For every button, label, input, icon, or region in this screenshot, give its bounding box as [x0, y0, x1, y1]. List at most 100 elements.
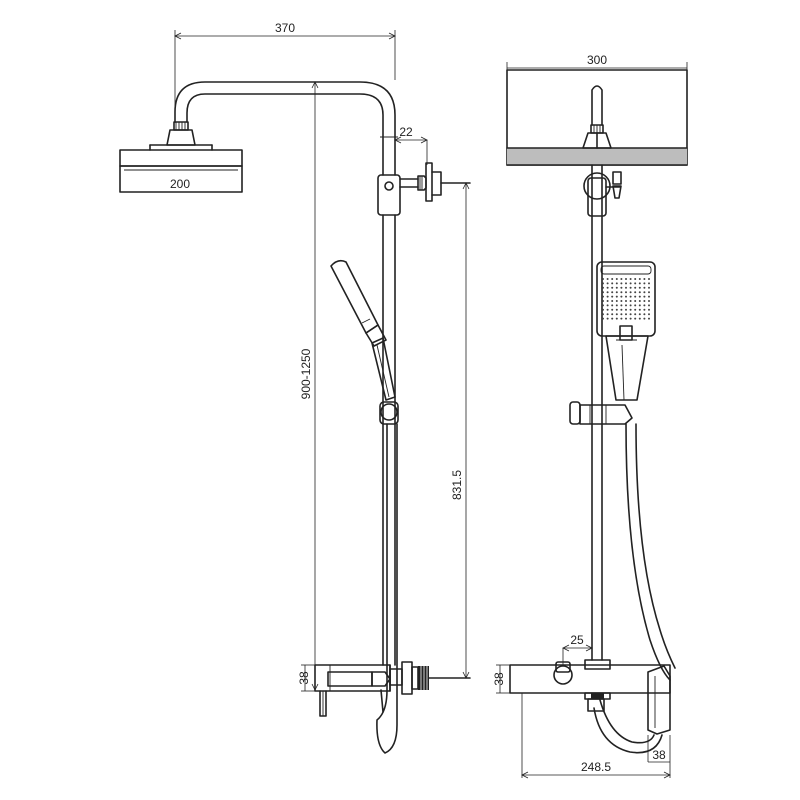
nozzle-dot [638, 278, 641, 280]
front-gooseneck [582, 85, 612, 149]
dim-label-831-5: 831.5 [450, 470, 464, 500]
front-rain-head [506, 69, 688, 166]
nozzle-dot [615, 313, 618, 316]
front-mixer-body [509, 659, 671, 712]
nozzle-dot [638, 282, 641, 285]
nozzle-dot [611, 295, 614, 298]
nozzle-dot [629, 300, 632, 302]
nozzle-dot [648, 286, 650, 289]
dim-label-38-depth: 38 [652, 748, 666, 762]
nozzle-grid [602, 278, 650, 320]
nozzle-dot [648, 295, 650, 298]
front-slide-holder[interactable] [569, 401, 633, 425]
nozzle-dot [638, 317, 641, 320]
dim-label-38-side: 38 [297, 671, 311, 685]
nozzle-dot [643, 317, 646, 320]
nozzle-dot [615, 278, 618, 280]
nozzle-dot [602, 286, 604, 289]
nozzle-dot [634, 304, 637, 307]
nozzle-dot [648, 291, 650, 294]
nozzle-dot [611, 278, 614, 280]
dim-wall-offset: 22 [394, 125, 428, 165]
nozzle-dot [638, 304, 641, 307]
nozzle-dot [643, 278, 646, 280]
nozzle-dot [648, 300, 650, 302]
nozzle-dot [638, 291, 641, 294]
nozzle-dot [643, 313, 646, 316]
front-mixer-lever[interactable] [647, 665, 671, 735]
nozzle-dot [648, 308, 650, 311]
dim-mixer-width: 248.5 [521, 693, 671, 779]
nozzle-dot [629, 278, 632, 280]
nozzle-dot [606, 313, 609, 316]
nozzle-dot [615, 317, 618, 320]
nozzle-dot [648, 282, 650, 285]
nozzle-dot [602, 291, 604, 294]
nozzle-dot [615, 295, 618, 298]
nozzle-dot [643, 308, 646, 311]
dim-label-25: 25 [570, 633, 584, 647]
nozzle-dot [602, 300, 604, 302]
dim-mixer-height-side: 38 [297, 664, 315, 692]
nozzle-dot [615, 282, 618, 285]
nozzle-dot [602, 295, 604, 298]
nozzle-dot [634, 300, 637, 302]
nozzle-dot [620, 291, 623, 294]
nozzle-dot [625, 308, 627, 311]
nozzle-dot [629, 317, 632, 320]
nozzle-dot [629, 291, 632, 294]
nozzle-dot [648, 317, 650, 320]
side-riser-pipe [174, 81, 398, 666]
dim-label-370: 370 [275, 21, 295, 35]
side-hand-shower [330, 259, 396, 401]
front-view: 300 25 38 38 248.5 [492, 53, 688, 779]
nozzle-dot [625, 282, 627, 285]
nozzle-dot [638, 300, 641, 302]
nozzle-dot [620, 278, 623, 280]
dim-label-22: 22 [399, 125, 413, 139]
nozzle-dot [634, 286, 637, 289]
nozzle-dot [620, 317, 623, 320]
nozzle-dot [625, 291, 627, 294]
nozzle-dot [611, 317, 614, 320]
front-hand-shower[interactable] [596, 261, 656, 401]
front-riser-pipe [591, 164, 603, 661]
nozzle-dot [606, 278, 609, 280]
side-wall-bracket [377, 162, 471, 216]
nozzle-dot [611, 300, 614, 302]
side-mixer-lever[interactable] [319, 690, 327, 717]
dim-head-width-side: 200 [120, 177, 242, 193]
nozzle-dot [606, 317, 609, 320]
dim-label-300: 300 [587, 53, 607, 67]
nozzle-dot [643, 304, 646, 307]
nozzle-dot [602, 282, 604, 285]
nozzle-dot [634, 291, 637, 294]
nozzle-dot [602, 304, 604, 307]
dim-rain-pipe-reach: 370 [174, 21, 396, 120]
nozzle-dot [629, 282, 632, 285]
nozzle-dot [620, 286, 623, 289]
nozzle-dot [643, 282, 646, 285]
nozzle-dot [643, 300, 646, 302]
nozzle-dot [615, 304, 618, 307]
nozzle-dot [615, 300, 618, 302]
nozzle-dot [615, 291, 618, 294]
nozzle-dot [606, 304, 609, 307]
dim-label-200: 200 [170, 177, 190, 191]
front-hose [593, 423, 676, 754]
nozzle-dot [638, 313, 641, 316]
nozzle-dot [634, 313, 637, 316]
nozzle-dot [625, 295, 627, 298]
side-hose [376, 423, 398, 754]
nozzle-dot [602, 317, 604, 320]
side-view: 370 200 22 900-1250 831.5 [119, 21, 471, 754]
nozzle-dot [620, 282, 623, 285]
nozzle-dot [602, 308, 604, 311]
nozzle-dot [606, 308, 609, 311]
nozzle-dot [625, 304, 627, 307]
nozzle-dot [611, 282, 614, 285]
nozzle-dot [615, 286, 618, 289]
nozzle-dot [606, 291, 609, 294]
nozzle-dot [638, 286, 641, 289]
nozzle-dot [625, 317, 627, 320]
